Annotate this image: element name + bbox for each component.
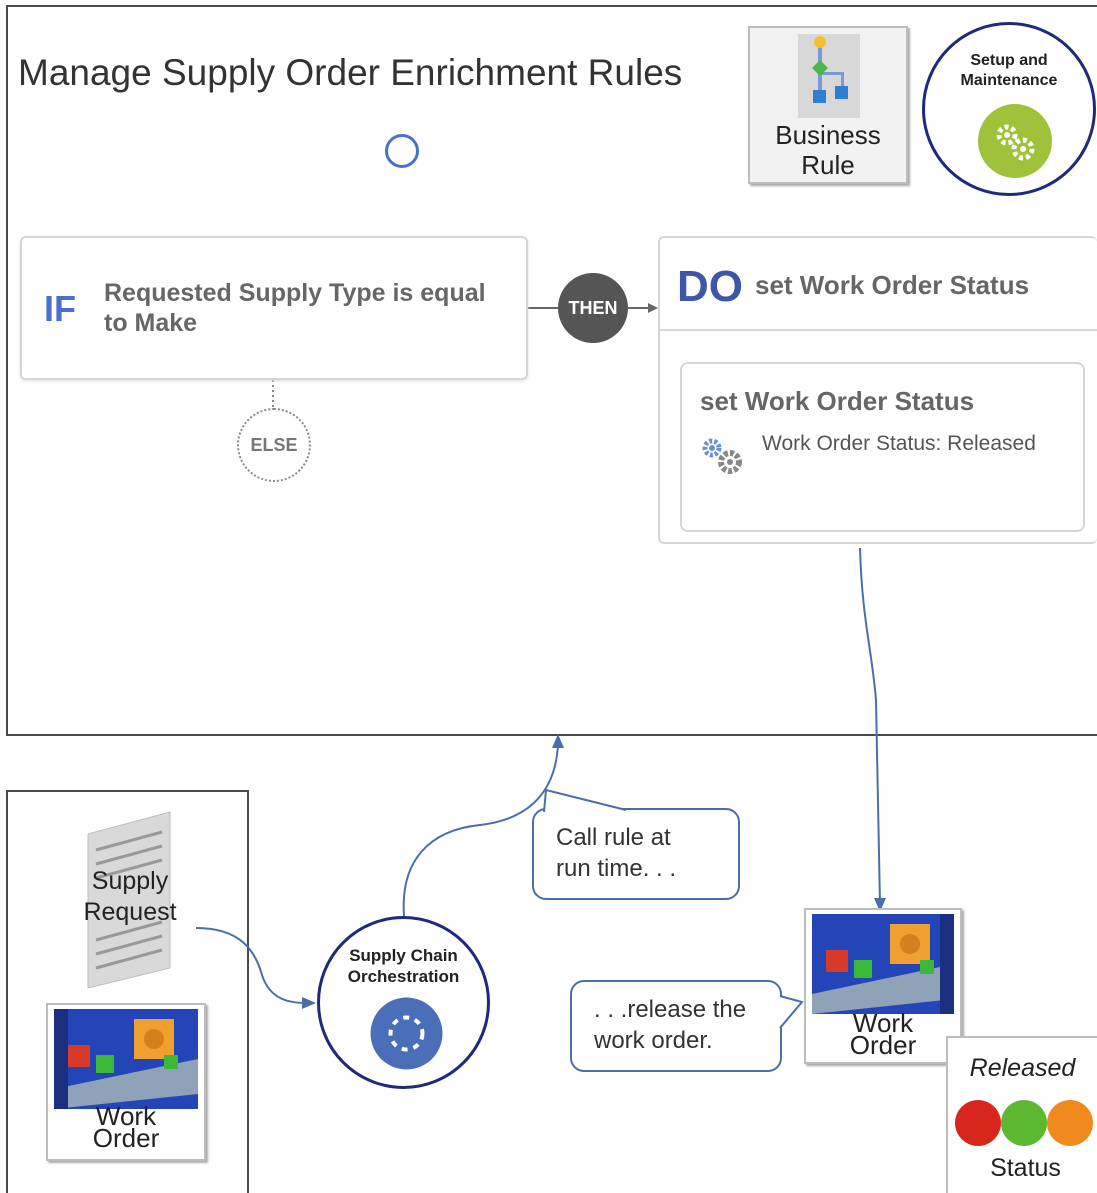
supply-request-document-icon — [87, 811, 171, 989]
rule-editor-frame — [6, 5, 1097, 736]
orchestration-line2: Orchestration — [347, 967, 460, 986]
callout-release-tail — [779, 995, 804, 1029]
gears-icon — [978, 104, 1052, 178]
do-header: DO set Work Order Status — [660, 238, 1097, 331]
setup-label-line1: Setup and — [970, 52, 1048, 69]
callout-release-line2: work order. — [594, 1027, 713, 1054]
work-order-left-line1: Work — [95, 1101, 157, 1131]
callout-call-rule: Call rule at run time. . . — [532, 808, 740, 900]
status-label: Status — [990, 1154, 1061, 1182]
work-order-right-label: Work Order — [806, 1008, 960, 1060]
do-title: set Work Order Status — [755, 270, 1030, 300]
if-condition-line2: to Make — [104, 309, 198, 337]
supply-request-label: Supply Request — [70, 866, 190, 928]
work-order-left-label: Work Order — [48, 1101, 204, 1153]
setup-maintenance-label: Setup and Maintenance — [925, 51, 1093, 91]
status-value: Released — [969, 1054, 1076, 1082]
work-order-icon — [54, 1009, 198, 1109]
business-rule-icon — [798, 34, 860, 118]
if-condition-line1: Requested Supply Type is equal — [104, 279, 486, 307]
do-keyword: DO — [677, 262, 743, 311]
callout-release-line1: . . .release the — [594, 996, 747, 1023]
action-title: set Work Order Status — [700, 386, 975, 416]
if-keyword: IF — [44, 288, 76, 329]
then-connector: THEN — [558, 273, 628, 343]
work-order-right-line1: Work — [852, 1008, 914, 1038]
work-order-tile-left: Work Order — [46, 1003, 206, 1161]
orchestration-cycle-icon — [370, 997, 443, 1070]
orchestration-label: Supply Chain Orchestration — [320, 945, 487, 987]
supply-request-line1: Supply — [91, 867, 169, 895]
work-order-tile-right: Work Order — [804, 908, 962, 1064]
business-rule-label: Business Rule — [750, 120, 906, 180]
action-card[interactable]: set Work Order Status Work Order Status:… — [680, 362, 1085, 532]
work-order-right-line2: Order — [849, 1030, 917, 1060]
business-rule-label-line1: Business — [775, 120, 881, 150]
page-title: Manage Supply Order Enrichment Rules — [18, 52, 683, 93]
else-branch-button[interactable]: ELSE — [237, 408, 311, 482]
if-condition-card[interactable]: IF Requested Supply Type is equal to Mak… — [20, 236, 528, 380]
status-tile: Released Status — [946, 1036, 1097, 1193]
callout-release: . . .release the work order. — [570, 980, 782, 1072]
supply-request-line2: Request — [83, 898, 177, 926]
business-rule-label-line2: Rule — [801, 150, 855, 180]
callout-call-line1: Call rule at — [556, 824, 671, 851]
source-panel-frame — [6, 790, 249, 1193]
action-selector-ring[interactable] — [385, 134, 419, 168]
do-action-card: DO set Work Order Status set Work Order … — [658, 236, 1097, 544]
work-order-icon — [812, 914, 954, 1014]
traffic-light-icon — [955, 1100, 1093, 1146]
action-gears-icon — [702, 438, 742, 474]
setup-maintenance-badge: Setup and Maintenance — [922, 22, 1096, 196]
if-condition-text: Requested Supply Type is equal to Make — [104, 278, 524, 338]
business-rule-tile: Business Rule — [748, 26, 908, 184]
callout-call-tail — [543, 788, 627, 812]
orchestration-line1: Supply Chain — [349, 946, 458, 965]
setup-label-line2: Maintenance — [960, 72, 1058, 89]
supply-chain-orchestration-node: Supply Chain Orchestration — [317, 916, 490, 1089]
action-detail: Work Order Status: Released — [762, 432, 1036, 455]
work-order-left-line2: Order — [92, 1123, 160, 1153]
callout-call-line2: run time. . . — [556, 855, 677, 882]
